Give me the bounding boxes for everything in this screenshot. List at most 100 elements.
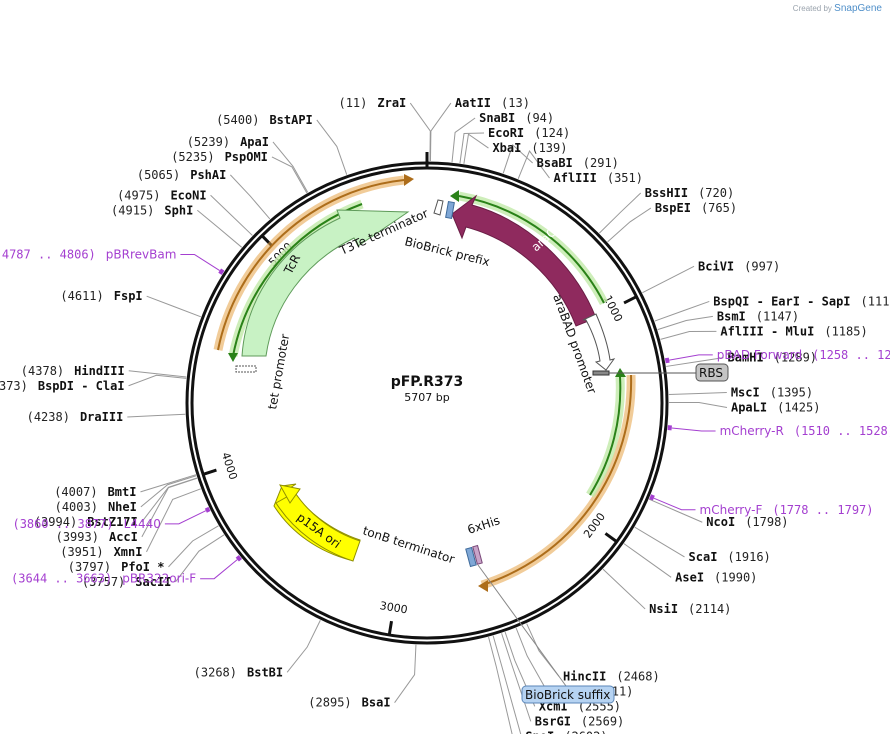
site-leader-line <box>316 119 348 175</box>
primer-label: pBAD Forward (1258 .. 1277) <box>717 348 890 362</box>
site-leader-line <box>515 627 548 692</box>
site-label: (4378)HindIII <box>21 364 125 378</box>
site-label: BspQI - EarI - SapI(1113) <box>713 294 890 308</box>
site-leader-line <box>140 474 197 493</box>
site-position: (4378) <box>21 364 64 378</box>
site-name: HincII <box>563 669 606 683</box>
site-label: (4238) DraIII <box>27 410 124 424</box>
site-leader-line <box>642 265 695 294</box>
site-position: (4238) <box>27 410 70 424</box>
primer-label: (4787 .. 4806)pBRrevBam <box>0 247 176 261</box>
site-name: DraIII <box>80 410 123 424</box>
site-name: SphI <box>164 203 193 217</box>
site-position: (3797) <box>68 560 111 574</box>
site-leader-line <box>229 174 271 220</box>
primer-mark <box>218 268 225 275</box>
primer-range: (3644 .. 3663) <box>11 572 112 586</box>
site-name: NheI <box>108 500 137 514</box>
site-label: BssHII(720) <box>645 186 734 200</box>
site-position: (5400) <box>216 113 259 127</box>
site-position: (4007) <box>54 485 97 499</box>
site-label: BspEI(765) <box>655 201 737 215</box>
orf-tcr-inner-arrow <box>228 353 238 362</box>
rbs-badge: RBS <box>609 363 729 382</box>
tick-mark <box>201 468 217 477</box>
site-label: SpeI(2602) <box>525 729 607 734</box>
primer-leader <box>669 354 713 361</box>
orf-arac-outer-line <box>458 195 605 304</box>
primer-leader <box>164 510 207 525</box>
orf-arcs <box>213 174 636 592</box>
site-name: BspDI - ClaI <box>38 379 125 393</box>
site-leader-line <box>127 413 186 418</box>
site-leader-line <box>668 401 728 409</box>
site-leader-line <box>648 498 703 523</box>
site-label: AseI(1990) <box>675 570 757 584</box>
site-label: (4611)FspI <box>60 289 142 303</box>
site-name: BspEI <box>655 201 691 215</box>
site-name: EcoRI <box>488 126 524 140</box>
primer-label: mCherry-F(1778 .. 1797) <box>700 503 874 517</box>
tet-promoter-label: tet promoter <box>265 333 292 411</box>
site-position: (1395) <box>770 386 813 400</box>
site-label: AflIII(351) <box>554 171 643 185</box>
biobrick-suffix-badge: BioBrick suffix <box>477 564 615 704</box>
six-his-label: 6xHis <box>466 513 502 537</box>
site-name: XbaI <box>492 141 521 155</box>
site-label: (3268)BstBI <box>194 665 283 679</box>
site-label: AatII(13) <box>455 96 530 110</box>
site-position: (2468) <box>616 669 659 683</box>
primer-range: (1258 .. 1277) <box>812 348 890 362</box>
site-label: (4373)BspDI - ClaI <box>0 379 125 393</box>
site-position: (1798) <box>745 515 788 529</box>
primer-range: (3860 .. 3877) <box>12 517 113 531</box>
tonb-terminator-label: tonB terminator <box>361 524 456 567</box>
site-leader-line <box>654 300 710 322</box>
site-position: (1990) <box>714 570 757 584</box>
site-label: (11)ZraI <box>338 96 406 110</box>
site-leader-line <box>459 132 485 164</box>
site-position: (2114) <box>688 602 731 616</box>
site-leader-line <box>409 102 431 162</box>
site-name: BsrGI <box>535 714 571 728</box>
site-leader-line <box>272 141 309 193</box>
site-labels: AatII(13)SnaBI(94)EcoRI(124)XbaI(139)Bsa… <box>0 96 890 734</box>
primer-mark <box>664 357 670 364</box>
site-position: (1113) <box>861 294 890 308</box>
orf-tcr-inner-line <box>232 203 363 357</box>
site-position: (2602) <box>564 729 607 734</box>
site-name: SacII <box>135 575 171 589</box>
primer-name: pBAD Forward <box>717 348 802 362</box>
features <box>235 194 616 568</box>
site-label: (4915)SphI <box>111 203 193 217</box>
site-leader-line <box>602 568 646 610</box>
site-leader-line <box>623 543 672 578</box>
site-leader-line <box>210 194 253 236</box>
snapgene-credit: Created by SnapGene <box>793 3 882 14</box>
tick-label: 3000 <box>379 599 409 616</box>
site-leader-line <box>451 117 476 163</box>
orf-mcherry-inner-line <box>589 376 622 496</box>
p15a-ori-body <box>275 490 361 562</box>
orf-mcherry-arrow <box>478 580 488 592</box>
site-name: BssHII <box>645 186 688 200</box>
site-name: ZraI <box>377 96 406 110</box>
site-position: (5235) <box>171 150 214 164</box>
site-position: (94) <box>525 111 554 125</box>
tick-mark <box>387 620 393 637</box>
site-label: EcoRI(124) <box>488 126 570 140</box>
primer-label: (3860 .. 3877)L4440 <box>12 517 160 531</box>
site-position: (5065) <box>137 168 180 182</box>
site-leader-line <box>175 534 225 583</box>
site-position: (291) <box>583 156 619 170</box>
site-label: (5065)PshAI <box>137 168 226 182</box>
site-label: ScaI(1916) <box>689 550 771 564</box>
site-position: (351) <box>607 171 643 185</box>
site-leader-line <box>599 192 642 234</box>
primer-mark <box>204 506 211 513</box>
site-position: (4003) <box>55 500 98 514</box>
site-leader-line <box>463 133 489 164</box>
site-position: (997) <box>744 259 780 273</box>
tick-mark <box>604 532 619 544</box>
site-label: BsrGI(2569) <box>535 714 624 728</box>
